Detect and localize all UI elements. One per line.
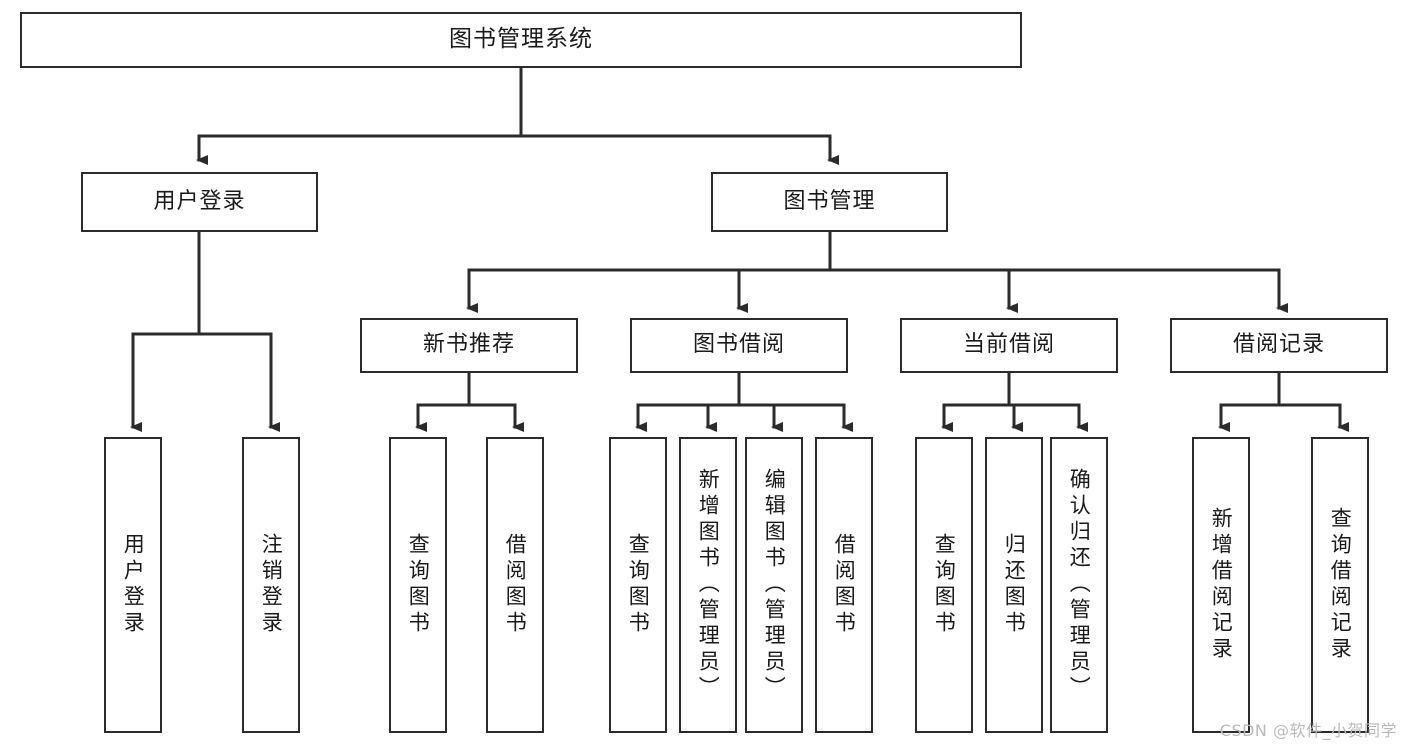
node-book-borrow[interactable]: 图书借阅 <box>630 318 848 373</box>
node-current-borrow[interactable]: 当前借阅 <box>900 318 1118 373</box>
node-leaf-user-login[interactable]: 用户登录 <box>104 437 162 733</box>
node-leaf-query-book-1[interactable]: 查询图书 <box>389 437 447 733</box>
node-leaf-return-book[interactable]: 归还图书 <box>985 437 1043 733</box>
node-label: 确认归还（管理员） <box>1067 468 1092 702</box>
node-label: 查询图书 <box>932 533 957 637</box>
node-label: 图书管理 <box>783 188 876 214</box>
node-leaf-query-book-3[interactable]: 查询图书 <box>915 437 973 733</box>
node-label: 查询图书 <box>626 533 651 637</box>
node-leaf-query-record[interactable]: 查询借阅记录 <box>1311 437 1369 733</box>
node-label: 查询图书 <box>406 533 431 637</box>
node-label: 当前借阅 <box>962 332 1055 358</box>
node-leaf-query-book-2[interactable]: 查询图书 <box>609 437 667 733</box>
node-label: 注销登录 <box>259 533 284 637</box>
node-label: 用户登录 <box>153 188 246 214</box>
node-label: 查询借阅记录 <box>1328 507 1353 663</box>
node-new-book-recommend[interactable]: 新书推荐 <box>360 318 578 373</box>
node-label: 用户登录 <box>121 533 146 637</box>
node-label: 借阅图书 <box>503 533 528 637</box>
node-label: 新增图书（管理员） <box>696 468 721 702</box>
node-root-book-management-system[interactable]: 图书管理系统 <box>20 12 1022 68</box>
node-user-login[interactable]: 用户登录 <box>81 172 318 232</box>
node-leaf-add-book[interactable]: 新增图书（管理员） <box>679 437 737 733</box>
node-leaf-logout-login[interactable]: 注销登录 <box>242 437 300 733</box>
node-leaf-borrow-book-2[interactable]: 借阅图书 <box>815 437 873 733</box>
node-leaf-confirm-return[interactable]: 确认归还（管理员） <box>1050 437 1108 733</box>
node-label: 新增借阅记录 <box>1209 507 1234 663</box>
node-label: 借阅记录 <box>1232 332 1325 358</box>
node-label: 编辑图书（管理员） <box>762 468 787 702</box>
node-label: 图书管理系统 <box>449 26 593 53</box>
node-label: 新书推荐 <box>422 332 515 358</box>
node-leaf-add-record[interactable]: 新增借阅记录 <box>1192 437 1250 733</box>
node-label: 图书借阅 <box>692 332 785 358</box>
node-leaf-borrow-book-1[interactable]: 借阅图书 <box>486 437 544 733</box>
node-book-manage[interactable]: 图书管理 <box>711 172 948 232</box>
node-leaf-edit-book[interactable]: 编辑图书（管理员） <box>745 437 803 733</box>
node-label: 归还图书 <box>1002 533 1027 637</box>
node-borrow-record[interactable]: 借阅记录 <box>1170 318 1388 373</box>
node-label: 借阅图书 <box>832 533 857 637</box>
